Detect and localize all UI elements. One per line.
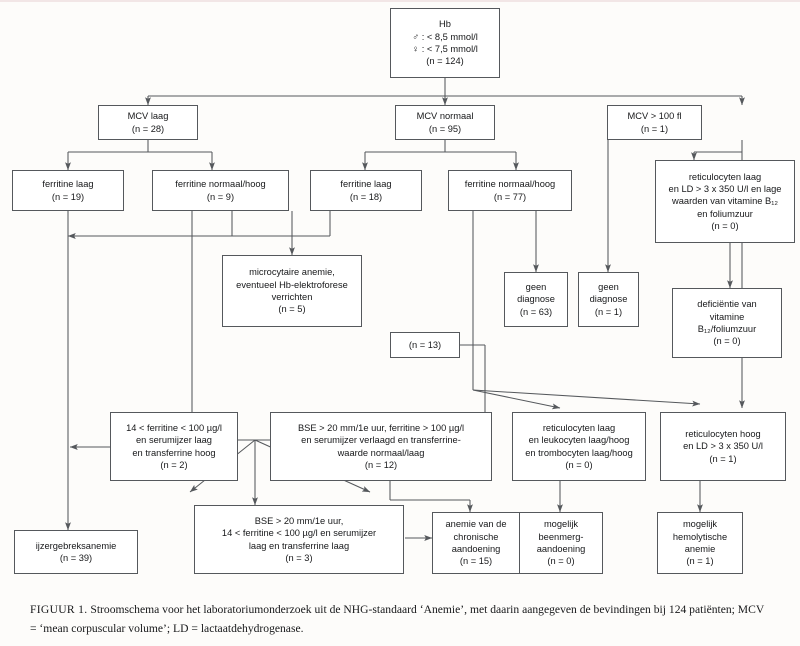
- node-hemolytische-anemie-label: mogelijk hemolytische anemie (n = 1): [672, 519, 728, 567]
- node-deficientie-vitamine-label: deficiëntie van vitamine B₁₂/foliumzuur …: [697, 299, 757, 347]
- node-mcv-normaal-label: MCV normaal (n = 95): [416, 111, 474, 134]
- node-ferritine-normaalhoog-77[interactable]: ferritine normaal/hoog (n = 77): [448, 170, 572, 211]
- node-mcv-hoog[interactable]: MCV > 100 fl (n = 1): [607, 105, 702, 140]
- node-bse-ferritine-100[interactable]: BSE > 20 mm/1e uur, ferritine > 100 µg/l…: [270, 412, 492, 481]
- node-reticulocyten-leukocyten-label: reticulocyten laag en leukocyten laag/ho…: [525, 422, 633, 470]
- node-deficientie-vitamine[interactable]: deficiëntie van vitamine B₁₂/foliumzuur …: [672, 288, 782, 358]
- node-reticulocyten-laag-ld[interactable]: reticulocyten laag en LD > 3 x 350 U/l e…: [655, 160, 795, 243]
- node-geen-diagnose-63-label: geen diagnose (n = 63): [517, 282, 555, 317]
- node-reticulocyten-laag-ld-label: reticulocyten laag en LD > 3 x 350 U/l e…: [668, 171, 782, 231]
- node-ijzergebreksanemie-label: ijzergebreksanemie (n = 39): [35, 540, 117, 563]
- node-mcv-hoog-label: MCV > 100 fl (n = 1): [627, 111, 682, 134]
- node-n13[interactable]: (n = 13): [390, 332, 460, 358]
- node-geen-diagnose-63[interactable]: geen diagnose (n = 63): [504, 272, 568, 327]
- node-ferritine-laag-19-label: ferritine laag (n = 19): [42, 179, 94, 202]
- node-geen-diagnose-1[interactable]: geen diagnose (n = 1): [578, 272, 639, 327]
- node-bse-14-100[interactable]: BSE > 20 mm/1e uur, 14 < ferritine < 100…: [194, 505, 404, 574]
- figure-caption-prefix: FIGUUR 1.: [30, 603, 88, 616]
- node-microcytaire-anemie[interactable]: microcytaire anemie, eventueel Hb-elektr…: [222, 255, 362, 327]
- top-divider: [0, 0, 800, 2]
- node-hb-label: Hb ♂ : < 8,5 mmol/l ♀ : < 7,5 mmol/l (n …: [412, 19, 478, 67]
- node-ferritine-normaalhoog-9-label: ferritine normaal/hoog (n = 9): [175, 179, 266, 202]
- node-bse-ferritine-100-label: BSE > 20 mm/1e uur, ferritine > 100 µg/l…: [297, 422, 465, 470]
- node-n13-label: (n = 13): [408, 339, 442, 350]
- node-mcv-normaal[interactable]: MCV normaal (n = 95): [395, 105, 495, 140]
- node-reticulocyten-hoog[interactable]: reticulocyten hoog en LD > 3 x 350 U/l (…: [660, 412, 786, 481]
- node-reticulocyten-hoog-label: reticulocyten hoog en LD > 3 x 350 U/l (…: [683, 429, 763, 464]
- figure-caption-text: Stroomschema voor het laboratoriumonderz…: [30, 603, 764, 636]
- node-mcv-laag[interactable]: MCV laag (n = 28): [98, 105, 198, 140]
- node-beenmergaandoening-label: mogelijk beenmerg- aandoening (n = 0): [536, 519, 586, 567]
- node-ijzergebreksanemie[interactable]: ijzergebreksanemie (n = 39): [14, 530, 138, 574]
- node-beenmergaandoening[interactable]: mogelijk beenmerg- aandoening (n = 0): [519, 512, 603, 574]
- node-anemie-chronische[interactable]: anemie van de chronische aandoening (n =…: [432, 512, 520, 574]
- node-ferritine-14-100-label: 14 < ferritine < 100 µg/l en serumijzer …: [126, 422, 222, 470]
- node-anemie-chronische-label: anemie van de chronische aandoening (n =…: [445, 519, 507, 567]
- node-ferritine-14-100[interactable]: 14 < ferritine < 100 µg/l en serumijzer …: [110, 412, 238, 481]
- node-ferritine-laag-19[interactable]: ferritine laag (n = 19): [12, 170, 124, 211]
- node-hb[interactable]: Hb ♂ : < 8,5 mmol/l ♀ : < 7,5 mmol/l (n …: [390, 8, 500, 78]
- node-mcv-laag-label: MCV laag (n = 28): [127, 111, 169, 134]
- node-bse-14-100-label: BSE > 20 mm/1e uur, 14 < ferritine < 100…: [221, 515, 377, 563]
- figure-caption: FIGUUR 1. Stroomschema voor het laborato…: [30, 600, 772, 638]
- node-hemolytische-anemie[interactable]: mogelijk hemolytische anemie (n = 1): [657, 512, 743, 574]
- node-geen-diagnose-1-label: geen diagnose (n = 1): [589, 282, 628, 317]
- node-microcytaire-anemie-label: microcytaire anemie, eventueel Hb-elektr…: [236, 267, 348, 315]
- node-ferritine-normaalhoog-77-label: ferritine normaal/hoog (n = 77): [464, 179, 556, 202]
- node-ferritine-laag-18-label: ferritine laag (n = 18): [340, 179, 392, 202]
- node-reticulocyten-leukocyten[interactable]: reticulocyten laag en leukocyten laag/ho…: [512, 412, 646, 481]
- node-ferritine-laag-18[interactable]: ferritine laag (n = 18): [310, 170, 422, 211]
- node-ferritine-normaalhoog-9[interactable]: ferritine normaal/hoog (n = 9): [152, 170, 289, 211]
